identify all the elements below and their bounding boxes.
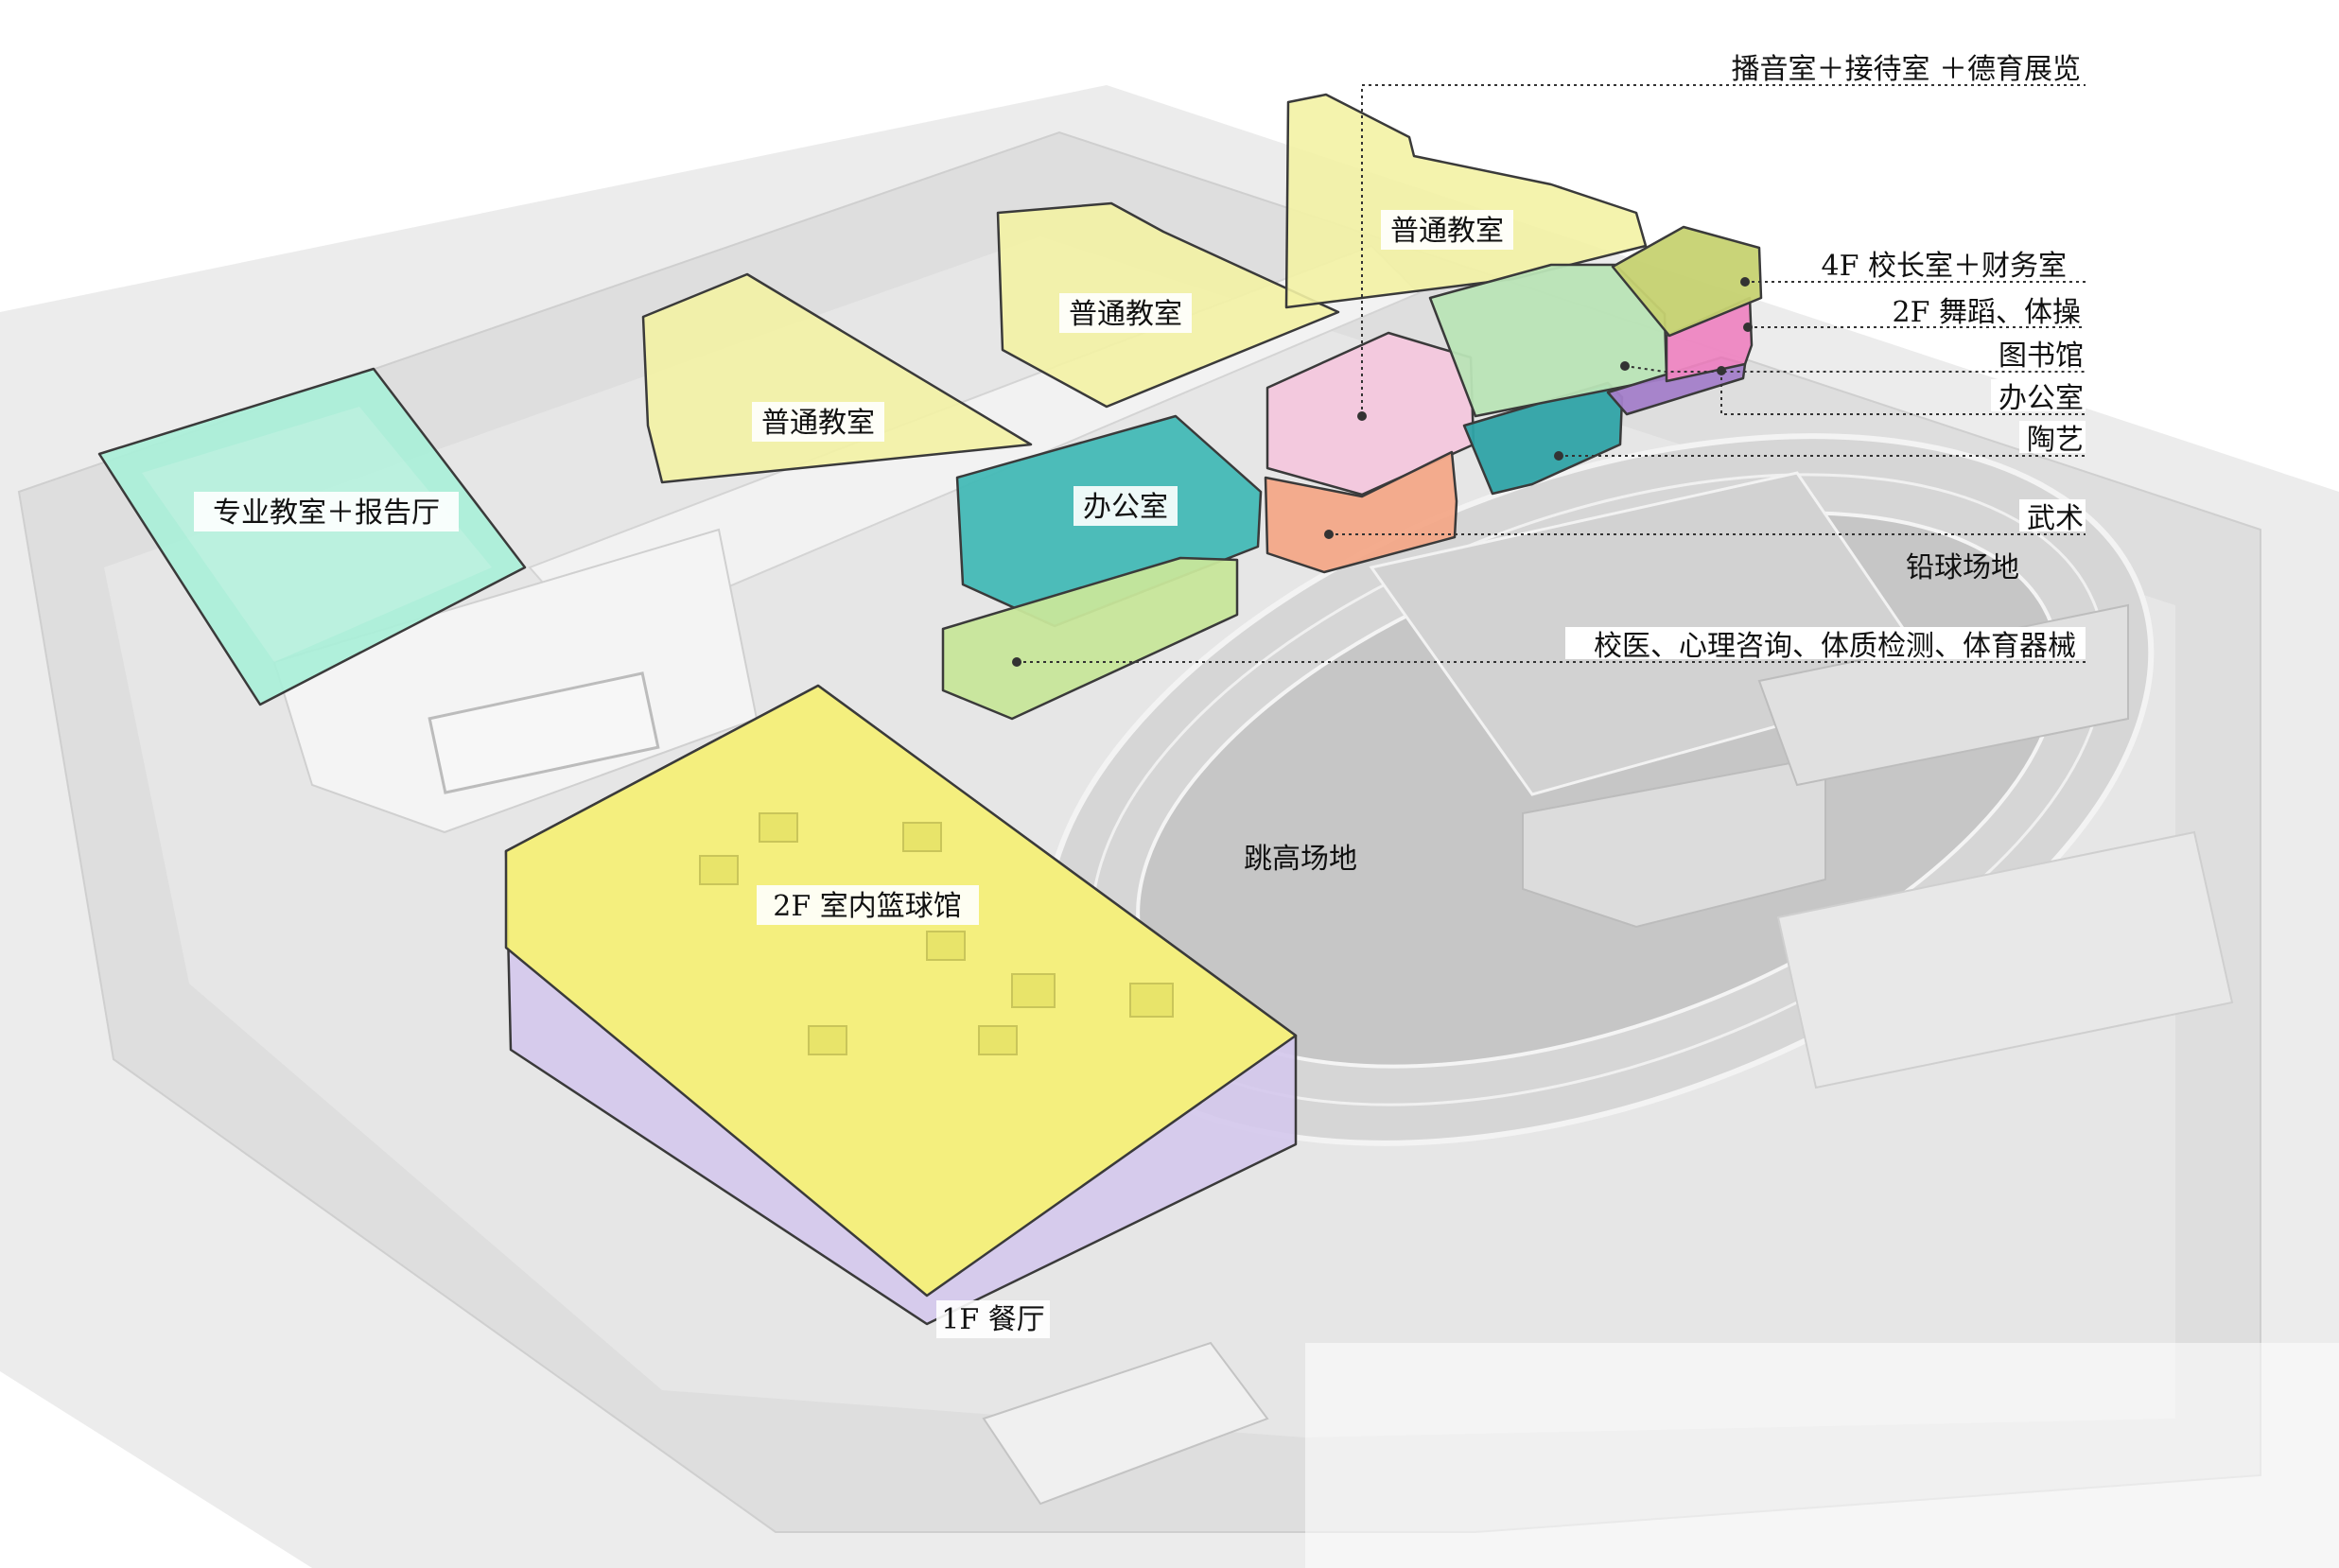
label-gym-2f: 2F 室内篮球馆 xyxy=(773,890,961,923)
roof-vent-2 xyxy=(902,822,942,852)
roof-vent-4 xyxy=(926,931,966,961)
callout-pottery: 陶艺 xyxy=(2027,424,2084,457)
label-office-center: 办公室 xyxy=(1083,491,1168,524)
roof-vent-8 xyxy=(978,1025,1018,1055)
callout-library: 图书馆 xyxy=(1999,340,2084,373)
roof-vent-6 xyxy=(1129,983,1174,1018)
block-gym-dining xyxy=(504,684,1298,1326)
callout-martial-arts: 武术 xyxy=(2027,502,2084,535)
block-green-lower xyxy=(941,556,1239,721)
callout-dance: 2F 舞蹈、体操 xyxy=(1893,296,2081,329)
roof-vent-3 xyxy=(699,855,739,885)
block-labels: 专业教室＋报告厅 普通教室 普通教室 普通教室 办公室 2F 室内篮球馆 1F … xyxy=(194,210,2019,1338)
roof-vent-5 xyxy=(1011,973,1056,1008)
block-olive xyxy=(1611,225,1763,338)
label-classroom-c: 普通教室 xyxy=(1390,215,1504,248)
south-entrance xyxy=(982,1341,1269,1506)
callout-office: 办公室 xyxy=(1999,382,2084,415)
label-classroom-a: 普通教室 xyxy=(761,407,875,440)
callout-leaders xyxy=(1012,84,2086,667)
block-classroom-a xyxy=(641,272,1033,484)
label-dining-1f: 1F 餐厅 xyxy=(941,1303,1044,1336)
block-classroom-c xyxy=(1284,93,1648,309)
callout-broadcast: 播音室＋接待室 ＋德育展览 xyxy=(1731,53,2081,86)
bottom-fade xyxy=(1305,1343,2339,1568)
label-shot-put: 铅球场地 xyxy=(1906,551,2019,584)
tennis-courts xyxy=(1776,830,2234,1089)
roof-vent-1 xyxy=(759,812,798,843)
block-specialty xyxy=(97,367,527,706)
callout-labels: 播音室＋接待室 ＋德育展览 4F 校长室＋财务室 2F 舞蹈、体操 图书馆 办公… xyxy=(1565,49,2090,663)
lower-plaza xyxy=(272,528,759,834)
callout-clinic: 校医、心理咨询、体质检测、体育器械 xyxy=(1594,630,2076,663)
callout-principal: 4F 校长室＋财务室 xyxy=(1822,250,2067,283)
label-specialty: 专业教室＋报告厅 xyxy=(213,497,440,530)
roof-vent-7 xyxy=(808,1025,847,1055)
side-court-a xyxy=(1522,755,1826,929)
plaza-pool xyxy=(428,671,660,794)
label-classroom-b: 普通教室 xyxy=(1069,298,1182,331)
label-high-jump: 跳高场地 xyxy=(1244,843,1357,876)
block-salmon xyxy=(1264,450,1458,574)
